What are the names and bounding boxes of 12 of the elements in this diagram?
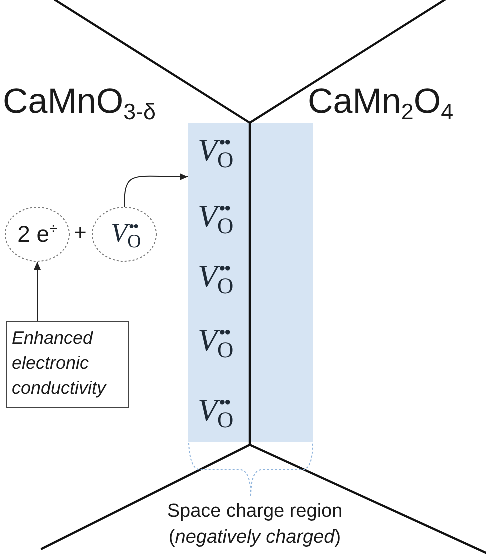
space-charge-band [188,123,313,442]
arrow [34,262,41,322]
dashed-ellipse [5,207,70,262]
note-text: Enhanced electronic conductivity [12,327,108,400]
electron-symbol: 2 e$^{÷}$ [16,220,58,250]
arrow [124,173,188,208]
phase-label: CaMn$_{2}$O$_{4}$ [308,81,454,124]
plus-sign: + [74,222,87,244]
phase-label: CaMnO$_{3-δ}$ [3,81,156,124]
note-box [6,321,129,408]
region-caption: Space charge region (negatively charged) [166,500,344,550]
dashed-ellipse [92,207,157,262]
